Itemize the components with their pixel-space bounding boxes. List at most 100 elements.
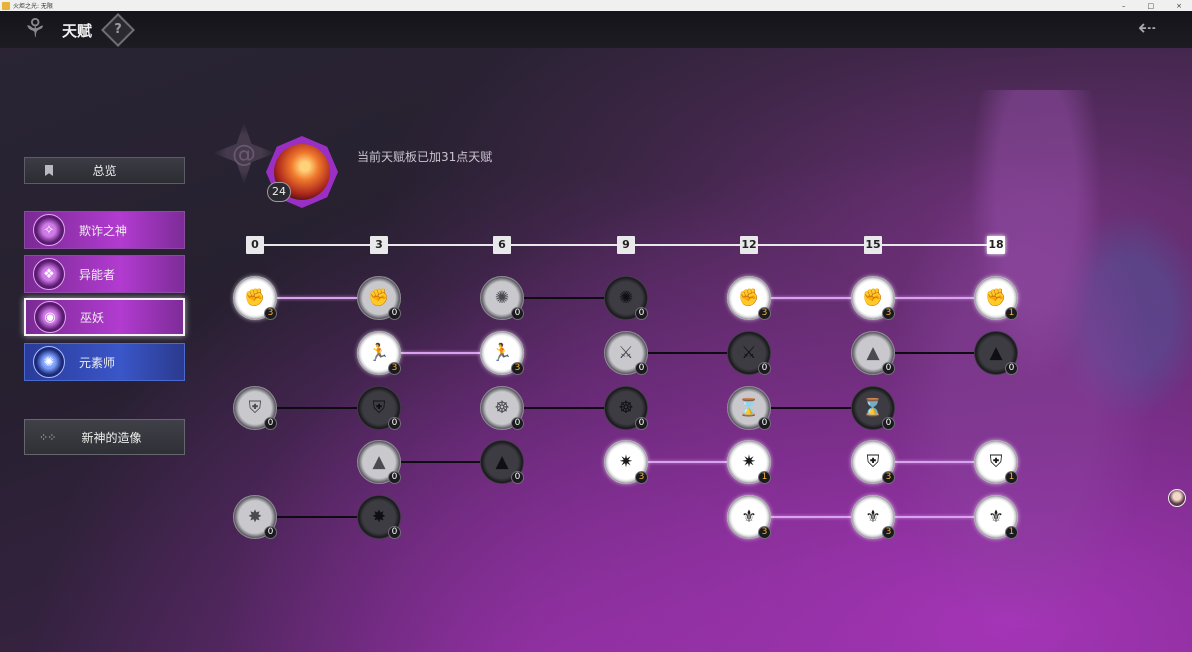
meditate-icon: ☸: [494, 398, 510, 418]
level-threshold-3: 3: [370, 236, 388, 254]
talent-node[interactable]: ✊: [233, 276, 277, 320]
burst-icon: ✸: [371, 507, 387, 527]
fist-icon: ✊: [862, 288, 884, 308]
class-tab-label: 异能者: [79, 267, 116, 282]
talent-points-count: 0: [264, 417, 277, 430]
overview-button[interactable]: 总览: [24, 157, 185, 184]
level-threshold-0: 0: [246, 236, 264, 254]
talent-node[interactable]: ⛨: [974, 440, 1018, 484]
talent-points-count: 1: [758, 471, 771, 484]
talent-link: [895, 516, 974, 518]
talent-node[interactable]: ✺: [604, 276, 648, 320]
level-threshold-6: 6: [493, 236, 511, 254]
fist-icon: ✊: [985, 288, 1007, 308]
class-tab-label: 元素师: [79, 355, 116, 370]
shield-icon: ⛨: [866, 452, 880, 472]
talent-points-count: 3: [758, 526, 771, 539]
talent-node[interactable]: ⛨: [233, 386, 277, 430]
talent-link: [277, 297, 357, 299]
maximize-button[interactable]: □: [1147, 1, 1155, 10]
app-icon: [2, 1, 10, 10]
talent-link: [648, 352, 727, 354]
level-badge: 24: [267, 182, 291, 202]
minimize-button[interactable]: –: [1122, 1, 1126, 10]
hourglass-icon: ⌛: [738, 398, 760, 418]
talent-points-count: 1: [1005, 471, 1018, 484]
talent-link: [401, 352, 480, 354]
tri-claw-icon: ⚜: [988, 507, 1004, 527]
runner-icon: 🏃: [368, 343, 390, 363]
talent-points-count: 0: [388, 471, 401, 484]
window-title: 火炬之光: 无限: [13, 3, 53, 10]
shield-icon: ⛨: [372, 398, 386, 418]
window-titlebar: 火炬之光: 无限 – □ ×: [0, 0, 1192, 11]
talent-link: [771, 516, 851, 518]
talent-points-count: 0: [1005, 362, 1018, 375]
talent-points-count: 3: [264, 307, 277, 320]
level-threshold-12: 12: [740, 236, 758, 254]
talent-link: [277, 516, 357, 518]
talent-link: [648, 461, 727, 463]
boot-icon: ▲: [372, 452, 386, 472]
talent-link: [524, 297, 604, 299]
slash-icon: ⚔: [741, 343, 757, 363]
talent-node[interactable]: ✊: [851, 276, 895, 320]
trickster-god-emblem-icon: ✧: [33, 214, 65, 246]
talent-points-count: 0: [635, 307, 648, 320]
back-arrow-icon[interactable]: ⇠: [1138, 16, 1157, 41]
talent-points-count: 0: [635, 417, 648, 430]
talent-points-count: 0: [882, 362, 895, 375]
class-tab-label: 巫妖: [80, 310, 105, 325]
tri-claw-icon: ⚜: [741, 507, 757, 527]
talent-points-count: 3: [882, 526, 895, 539]
level-threshold-15: 15: [864, 236, 882, 254]
talent-link: [895, 352, 974, 354]
boot-icon: ▲: [495, 452, 509, 472]
talent-points-count: 0: [388, 307, 401, 320]
class-tab-elementalist[interactable]: ✺ 元素师: [24, 343, 185, 381]
chat-avatar-icon[interactable]: [1168, 489, 1186, 507]
class-tab-lich[interactable]: ◉ 巫妖: [24, 298, 185, 336]
lich-eye-emblem-icon: ◉: [34, 301, 66, 333]
class-tab-esper[interactable]: ❖ 异能者: [24, 255, 185, 293]
talent-points-count: 0: [388, 526, 401, 539]
class-tab-label: 欺诈之神: [79, 223, 128, 238]
elements-icon: ✷: [741, 452, 757, 472]
class-tab-trickster-god[interactable]: ✧ 欺诈之神: [24, 211, 185, 249]
boot-icon: ▲: [866, 343, 880, 363]
fist-icon: ✊: [244, 288, 266, 308]
level-threshold-9: 9: [617, 236, 635, 254]
talent-points-count: 0: [882, 417, 895, 430]
swirl-icon: ✺: [494, 288, 510, 308]
talent-points-count: 0: [264, 526, 277, 539]
fist-icon: ✊: [738, 288, 760, 308]
tri-claw-icon: ⚜: [865, 507, 881, 527]
bookmark-icon: [45, 165, 53, 176]
swirl-icon: ✺: [618, 288, 634, 308]
runner-icon: 🏃: [491, 343, 513, 363]
talent-points-count: 3: [882, 307, 895, 320]
talent-link: [401, 461, 480, 463]
slash-icon: ⚔: [618, 343, 634, 363]
burst-icon: ✸: [247, 507, 263, 527]
shield-icon: ⛨: [248, 398, 262, 418]
help-icon: ?: [114, 22, 122, 37]
talent-link: [771, 407, 851, 409]
esper-emblem-icon: ❖: [33, 258, 65, 290]
talent-link: [895, 461, 974, 463]
talent-points-summary: 当前天赋板已加31点天赋: [357, 150, 493, 164]
demon-character-art: [880, 90, 1192, 652]
grid-dots-icon: ⁘⁘: [39, 430, 56, 444]
close-button[interactable]: ×: [1176, 1, 1182, 10]
talent-points-count: 3: [758, 307, 771, 320]
statue-label: 新神的造像: [81, 430, 142, 445]
talent-points-count: 3: [388, 362, 401, 375]
boot-icon: ▲: [989, 343, 1003, 363]
fist-icon: ✊: [368, 288, 390, 308]
new-god-statue-button[interactable]: ⁘⁘ 新神的造像: [24, 419, 185, 455]
talent-link: [895, 297, 974, 299]
elements-icon: ✷: [618, 452, 634, 472]
talent-node[interactable]: ✷: [727, 440, 771, 484]
spiral-icon: @: [232, 140, 256, 168]
talent-link: [771, 297, 851, 299]
